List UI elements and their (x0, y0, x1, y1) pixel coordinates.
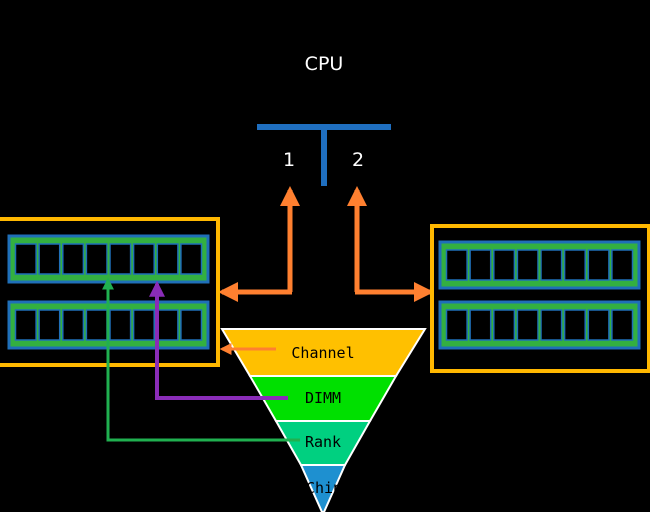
cpu-bus-vertical (321, 128, 327, 186)
channel-1-dimm-2-chip (156, 309, 179, 341)
channel-1-dimm-2-chip (132, 309, 155, 341)
channel-1-dimm-1-notch (107, 240, 110, 278)
channel-2-dimm-2-notch (538, 306, 541, 344)
channel-1-dimm-1-chip (109, 243, 132, 275)
channel-2-dimm-2-chip (611, 309, 634, 341)
channel-2-dimm-1-chip (445, 249, 468, 281)
funnel-label-chip: Chip (306, 479, 342, 497)
channel-2-dimm-2-chip (516, 309, 539, 341)
channel-1-dimm-2-chip (180, 309, 203, 341)
channel-1-dimm-2-chip (109, 309, 132, 341)
channel-1-dimm-2-chip (85, 309, 108, 341)
funnel-label-rank: Rank (305, 433, 341, 451)
channel-2-dimm-2-chip (469, 309, 492, 341)
channel-2-dimm-1-notch (538, 246, 541, 284)
hierarchy-funnel (220, 328, 427, 512)
cpu-bus-horizontal (257, 124, 391, 130)
channel-1-dimm-1-chip (14, 243, 37, 275)
channel-2-dimm-1-chip (493, 249, 516, 281)
channel-2-dimm-1-chip (469, 249, 492, 281)
channel-1-dimm-1-chip (85, 243, 108, 275)
channel-2-label: 2 (352, 149, 364, 171)
rank-pointer-arrow (102, 277, 300, 442)
channel-2-dimm-2-chip (587, 309, 610, 341)
channel-1-dimm-2-chip (62, 309, 85, 341)
channel-2-dimm-1-chip (587, 249, 610, 281)
channel-1-dimm-1-chip (38, 243, 61, 275)
channel-2-dimm-1-chip (611, 249, 634, 281)
channel-2-box (430, 224, 650, 373)
channel-1-label: 1 (283, 149, 295, 171)
channel-2-dimm-1-chip (540, 249, 563, 281)
channel-1-dimm-1-chip (132, 243, 155, 275)
dimm-pointer-arrow (149, 280, 288, 400)
cpu-bus (257, 124, 391, 186)
channel-2-dimm-2-chip (563, 309, 586, 341)
channel-1-dimm-1-chip (62, 243, 85, 275)
channel-2-dimm-1-chip (516, 249, 539, 281)
channel-2-dimm-2-chip (540, 309, 563, 341)
dimm-group (7, 234, 641, 350)
channel-1-dimm-1-chip (180, 243, 203, 275)
channel-2-dimm-2-chip (493, 309, 516, 341)
channel-1-dimm-2-chip (38, 309, 61, 341)
funnel-label-dimm: DIMM (305, 389, 341, 407)
funnel-label-channel: Channel (291, 344, 354, 362)
cpu-label: CPU (305, 53, 344, 75)
channel-1-dimm-2-chip (14, 309, 37, 341)
channel-2-dimm-2-chip (445, 309, 468, 341)
channel-1-dimm-1-chip (156, 243, 179, 275)
channel-2-dimm-1-chip (563, 249, 586, 281)
funnel-level-chip (299, 464, 347, 512)
